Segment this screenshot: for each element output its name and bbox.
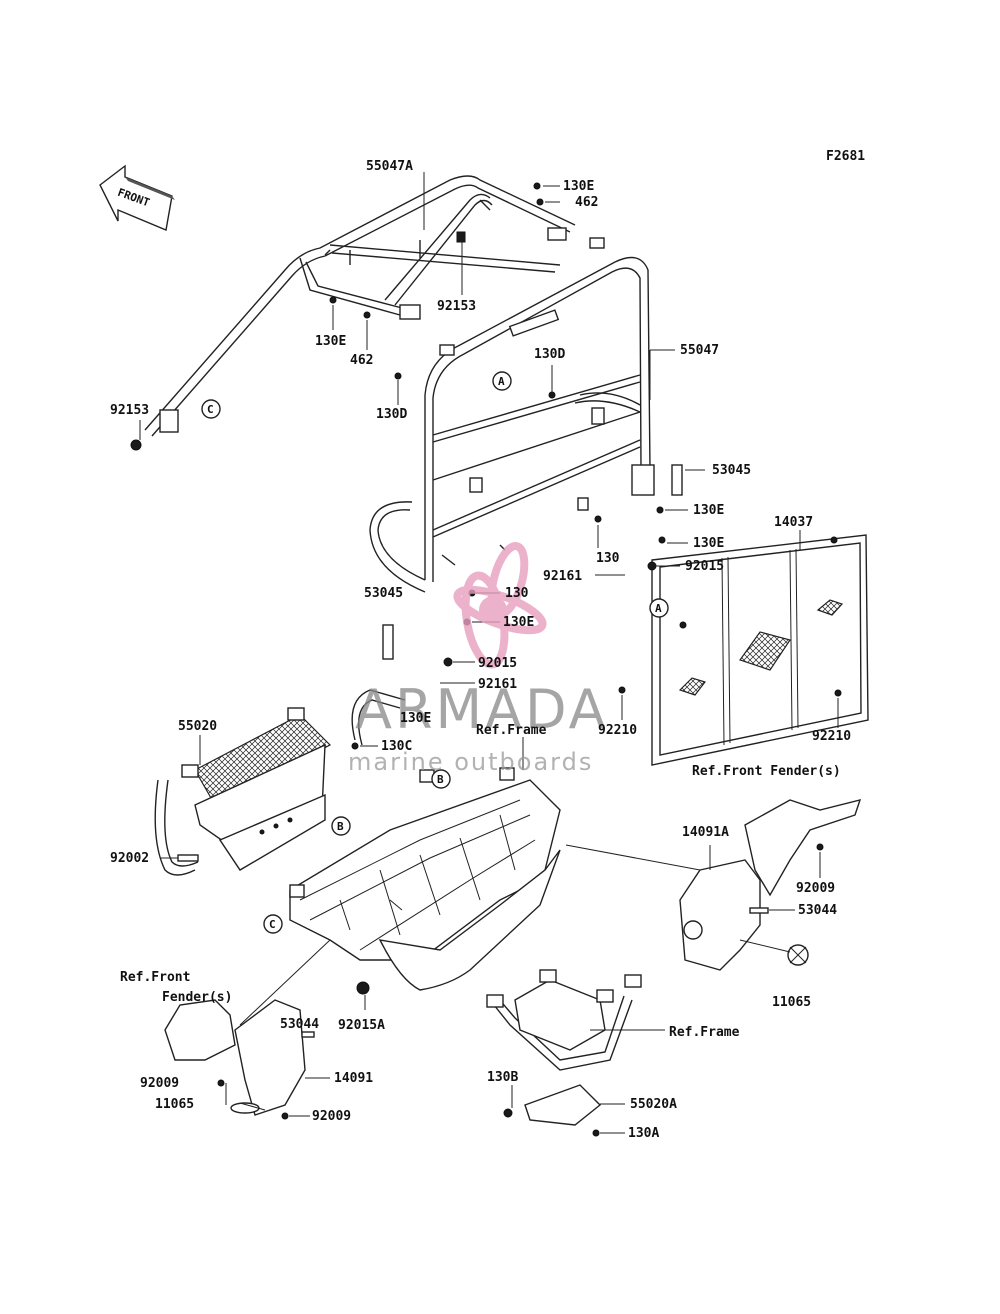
callout-92009: 92009 [796, 881, 835, 896]
ref-circle-b-label: B [437, 773, 444, 786]
watermark-title: ARMADA [355, 678, 609, 741]
ref-circle-b-label: B [337, 820, 344, 833]
ref-circle-a-1: A [492, 371, 512, 391]
callout-ref-frame: Ref.Frame [669, 1025, 740, 1040]
front-bumper [154, 689, 406, 876]
callout-130: 130 [596, 551, 620, 566]
ref-circle-c-1: C [201, 399, 221, 419]
callout-92002: 92002 [110, 851, 149, 866]
callout-462: 462 [350, 353, 373, 368]
roll-cage-upper [144, 175, 576, 437]
roll-cage-main [369, 237, 655, 593]
callout-92015: 92015 [478, 656, 517, 671]
callout-130: 130 [505, 586, 529, 601]
fender-right [679, 799, 862, 971]
callout-92009: 92009 [312, 1109, 351, 1124]
callout-130E: 130E [503, 615, 534, 630]
callout-14091A: 14091A [682, 825, 729, 840]
callout-14091: 14091 [334, 1071, 373, 1086]
callout-130E: 130E [693, 503, 724, 518]
callout-labels: 55047A 130E 462 92153 130E 462 130D 5504… [110, 159, 851, 1141]
callout-130E: 130E [693, 536, 724, 551]
callout-462: 462 [575, 195, 598, 210]
propeller-icon [453, 541, 547, 669]
callout-ref-fender: Fender(s) [162, 990, 232, 1005]
ref-circle-c-label: C [269, 918, 276, 931]
fender-left [164, 999, 306, 1116]
ref-circle-a-label: A [498, 375, 505, 388]
callout-ref-frame: Ref.Frame [476, 723, 547, 738]
callout-53045: 53045 [364, 586, 403, 601]
callout-55020A: 55020A [630, 1097, 677, 1112]
callout-92161: 92161 [478, 677, 517, 692]
callout-53044: 53044 [280, 1017, 319, 1032]
callout-130D: 130D [376, 407, 407, 422]
ref-circle-a-2: A [649, 598, 669, 618]
callout-92015: 92015 [685, 559, 724, 574]
callout-130C: 130C [381, 739, 412, 754]
callout-55047: 55047 [680, 343, 719, 358]
rear-screen [651, 534, 869, 766]
callout-92153: 92153 [437, 299, 476, 314]
callout-130D: 130D [534, 347, 565, 362]
callout-11065: 11065 [772, 995, 811, 1010]
callout-92210: 92210 [598, 723, 637, 738]
ref-circle-b-1: B [431, 769, 451, 789]
watermark: ARMADA marine outboards [348, 541, 609, 776]
callout-55020: 55020 [178, 719, 217, 734]
callout-130E: 130E [400, 711, 431, 726]
callout-92009: 92009 [140, 1076, 179, 1091]
callout-130B: 130B [487, 1070, 518, 1085]
callout-53044: 53044 [798, 903, 837, 918]
callout-130E: 130E [563, 179, 594, 194]
callout-130E: 130E [315, 334, 346, 349]
frame [289, 767, 561, 995]
callout-11065: 11065 [155, 1097, 194, 1112]
ref-circle-b-2: B [331, 816, 351, 836]
callout-14037: 14037 [774, 515, 813, 530]
ref-circle-c-label: C [207, 403, 214, 416]
callout-92015A: 92015A [338, 1018, 385, 1033]
watermark-subtitle: marine outboards [348, 748, 593, 776]
ref-circle-c-2: C [263, 914, 283, 934]
callout-92153: 92153 [110, 403, 149, 418]
callout-ref-front: Ref.Front [120, 970, 190, 985]
callout-92210: 92210 [812, 729, 851, 744]
front-arrow: FRONT [99, 164, 175, 231]
callout-55047A: 55047A [366, 159, 413, 174]
figure-code: F2681 [826, 149, 865, 164]
ref-circle-a-label: A [655, 602, 662, 615]
skid-plate [486, 969, 642, 1126]
callout-130A: 130A [628, 1126, 659, 1141]
callout-ref-front-fender: Ref.Front Fender(s) [692, 764, 841, 779]
callout-53045: 53045 [712, 463, 751, 478]
callout-92161: 92161 [543, 569, 582, 584]
